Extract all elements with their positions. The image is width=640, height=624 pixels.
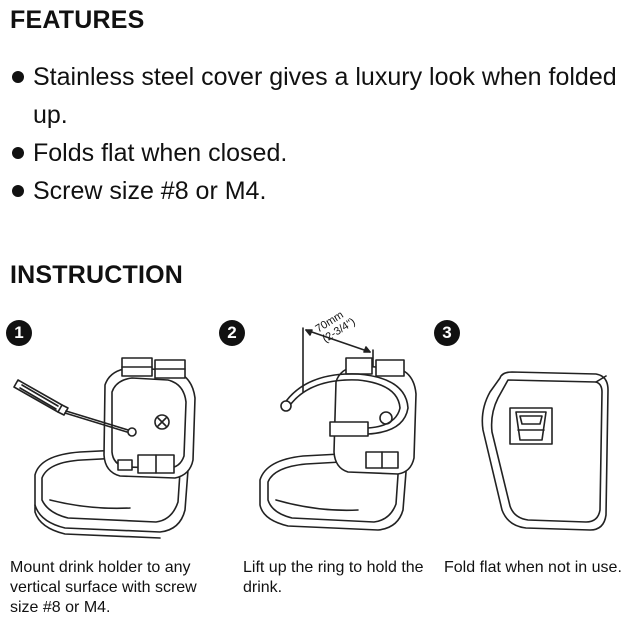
step-2-caption: Lift up the ring to hold the drink. [243, 559, 424, 596]
step-3-caption: Fold flat when not in use. [444, 559, 622, 576]
step-2-number-badge: 2 [219, 320, 245, 346]
step-1-number-badge: 1 [6, 320, 32, 346]
folded-flat-illustration [481, 371, 609, 531]
bullet-icon [12, 147, 24, 159]
feature-item: Screw size #8 or M4. [8, 172, 628, 210]
ring-lifted-illustration [259, 327, 417, 531]
features-heading: FEATURES [10, 6, 145, 34]
step-3-number-badge: 3 [434, 320, 460, 346]
mounting-illustration [13, 357, 196, 539]
bullet-icon [12, 185, 24, 197]
feature-item: Folds flat when closed. [8, 134, 628, 172]
features-list: Stainless steel cover gives a luxury loo… [8, 58, 628, 210]
feature-text: Screw size #8 or M4. [33, 177, 267, 205]
feature-item: Stainless steel cover gives a luxury loo… [8, 58, 628, 134]
feature-text: Stainless steel cover gives a luxury loo… [33, 63, 617, 129]
feature-text: Folds flat when closed. [33, 139, 288, 167]
step-1-caption: Mount drink holder to any vertical surfa… [10, 559, 197, 616]
instruction-heading: INSTRUCTION [10, 261, 184, 289]
bullet-icon [12, 71, 24, 83]
